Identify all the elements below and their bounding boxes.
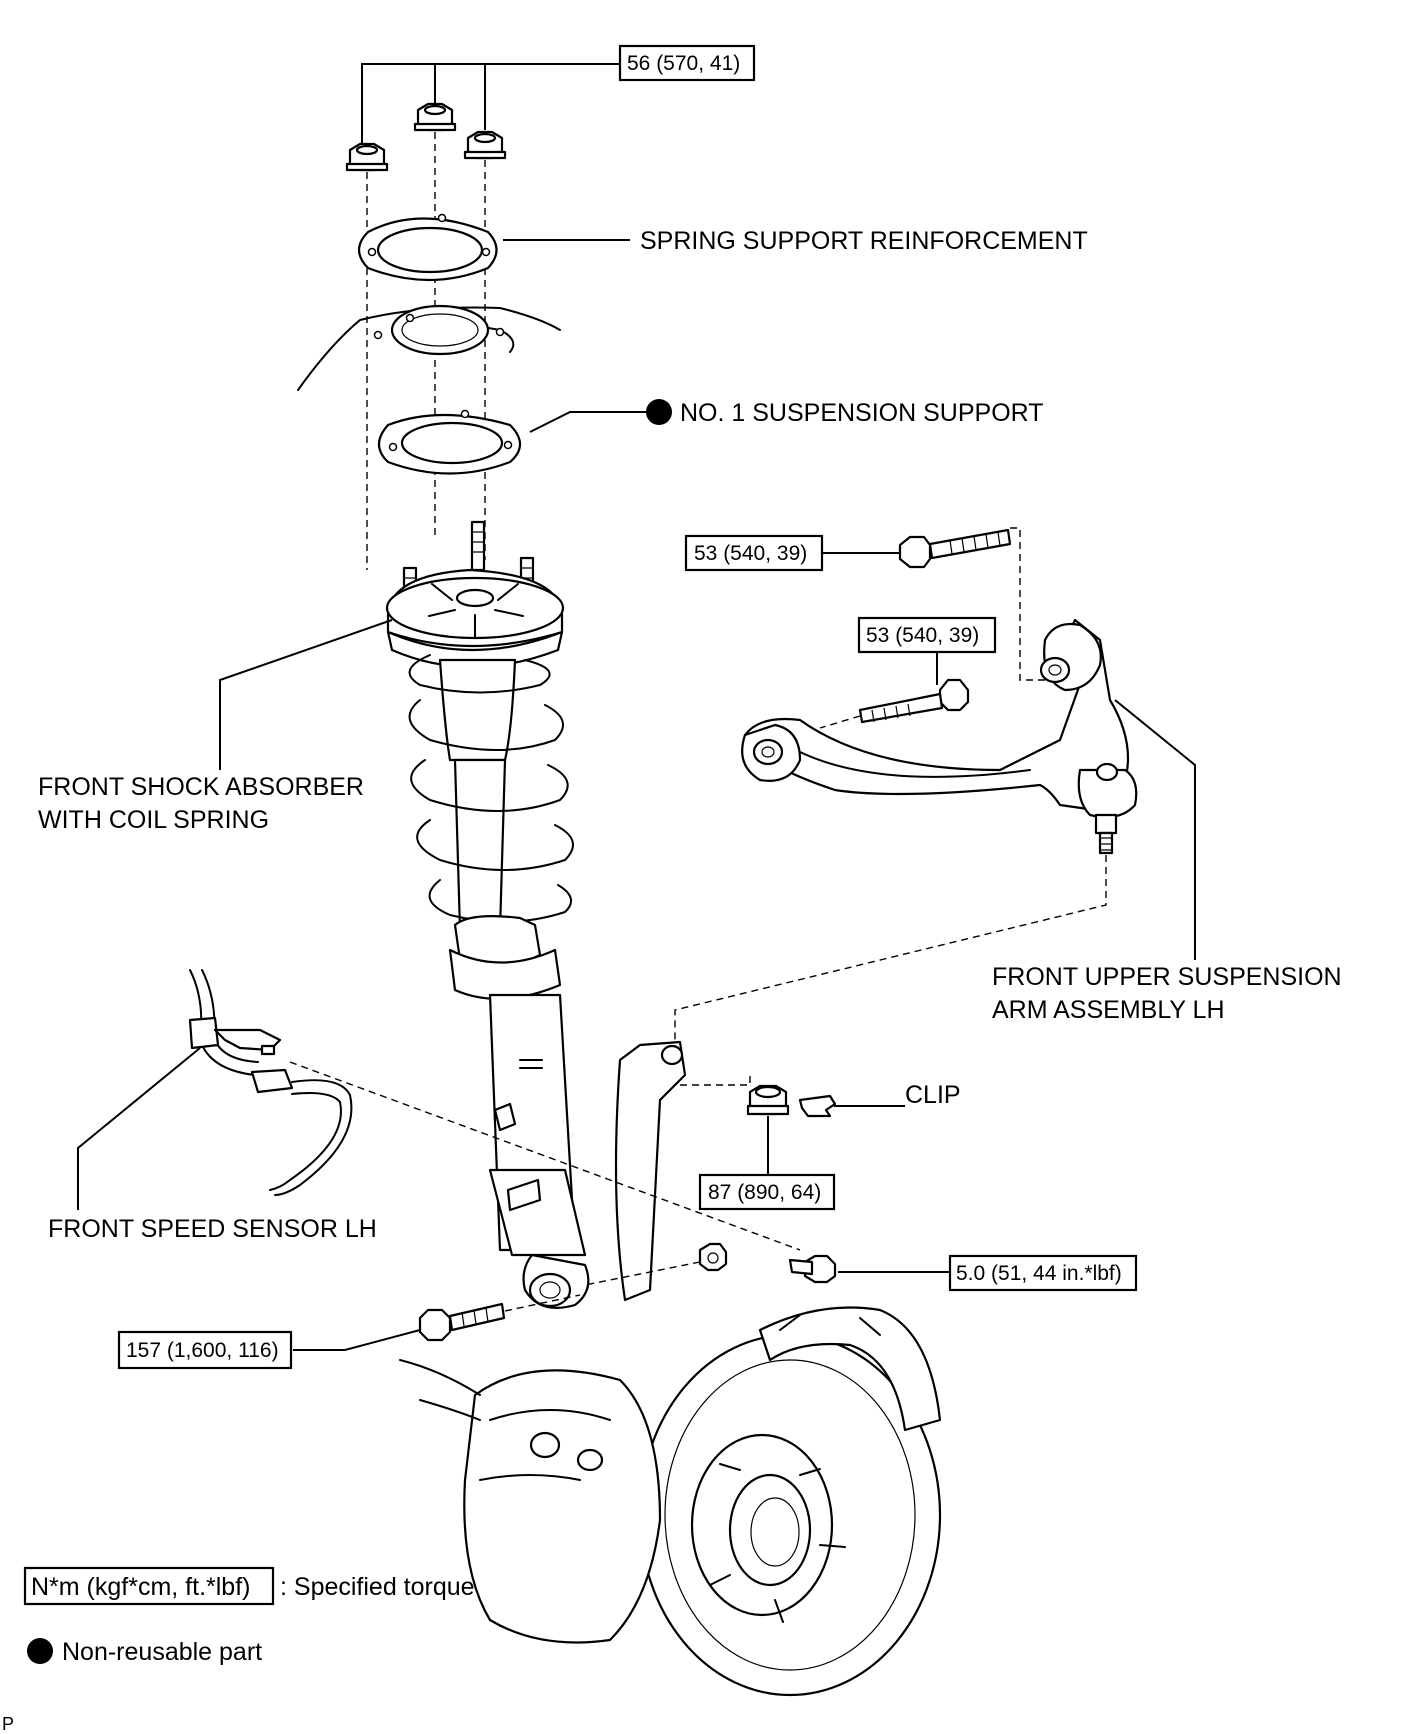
nut-left xyxy=(345,142,389,172)
steering-knuckle-brake-assembly xyxy=(399,1040,942,1697)
torque-upper-arm-bolt-mid: 53 (540, 39) xyxy=(866,624,979,647)
legend: N*m (kgf*cm, ft.*lbf) : Specified torque… xyxy=(23,1566,475,1666)
label-no1-suspension-support: NO. 1 SUSPENSION SUPPORT xyxy=(680,399,1044,427)
torque-box-speed-sensor-bolt: 5.0 (51, 44 in.*lbf) xyxy=(948,1254,1138,1292)
torque-box-ball-joint-nut: 87 (890, 64) xyxy=(698,1173,836,1211)
ball-joint-nut-and-clip xyxy=(746,1084,905,1175)
torque-box-top-nuts: 56 (570, 41) xyxy=(618,44,756,82)
label-front-speed-sensor: FRONT SPEED SENSOR LH xyxy=(48,1215,377,1243)
nut-right xyxy=(463,130,507,160)
legend-non-reusable-text: Non-reusable part xyxy=(62,1638,262,1666)
torque-upper-arm-bolt-top: 53 (540, 39) xyxy=(694,542,807,565)
label-spring-support-reinforcement: SPRING SUPPORT REINFORCEMENT xyxy=(640,227,1088,255)
upper-arm-bolt-middle xyxy=(819,678,970,729)
upper-arm-bolt-top xyxy=(898,527,1060,681)
label-front-shock-absorber-line1: FRONT SHOCK ABSORBER xyxy=(38,773,364,801)
torque-top-nuts: 56 (570, 41) xyxy=(627,52,740,75)
torque-box-upper-arm-top: 53 (540, 39) xyxy=(684,534,900,572)
label-clip: CLIP xyxy=(905,1081,961,1109)
torque-lower-shock-bolt: 157 (1,600, 116) xyxy=(126,1339,279,1362)
spring-support-reinforcement-plate xyxy=(357,213,630,282)
label-front-upper-arm-line2: ARM ASSEMBLY LH xyxy=(992,996,1225,1024)
torque-ball-joint-nut: 87 (890, 64) xyxy=(708,1181,821,1204)
corner-mark: P xyxy=(2,1714,14,1734)
no1-suspension-support-plate xyxy=(377,409,648,475)
strut-tower-body-panel xyxy=(297,304,561,391)
speed-sensor-bolt xyxy=(788,1254,950,1284)
top-mount-nuts xyxy=(345,63,620,570)
label-front-upper-arm-line1: FRONT UPPER SUSPENSION xyxy=(992,963,1342,991)
legend-torque-box xyxy=(23,1566,275,1606)
front-speed-sensor xyxy=(77,969,801,1251)
torque-box-upper-arm-mid: 53 (540, 39) xyxy=(857,616,997,685)
label-front-shock-absorber-line2: WITH COIL SPRING xyxy=(38,806,269,834)
front-shock-absorber-assembly xyxy=(219,520,590,1309)
non-reusable-dot-icon xyxy=(646,399,672,425)
front-upper-suspension-arm xyxy=(674,527,1196,1050)
torque-box-lower-shock-bolt: 157 (1,600, 116) xyxy=(117,1330,293,1370)
legend-torque-unit: N*m (kgf*cm, ft.*lbf) xyxy=(31,1573,250,1601)
legend-torque-text: : Specified torque xyxy=(280,1573,475,1601)
legend-non-reusable-dot-icon xyxy=(27,1638,53,1664)
torque-speed-sensor-bolt: 5.0 (51, 44 in.*lbf) xyxy=(956,1262,1122,1285)
nut-center xyxy=(413,102,457,132)
lower-shock-bolt xyxy=(293,1294,581,1351)
